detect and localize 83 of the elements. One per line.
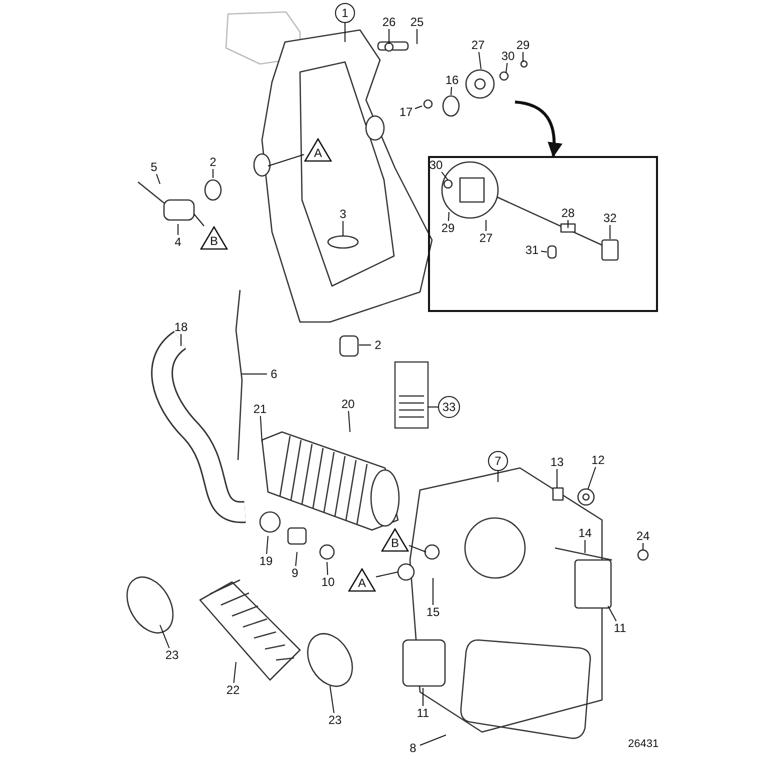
callout-number: 29: [439, 221, 457, 235]
leader-line: [268, 154, 304, 166]
reference-triangle: B: [381, 528, 409, 552]
callout-number: 20: [339, 397, 357, 411]
leader-line: [588, 466, 596, 490]
callout-number: 5: [147, 160, 161, 174]
leader-line: [522, 52, 524, 62]
leader-line: [160, 624, 170, 648]
leader-line: [478, 52, 482, 70]
callout-number: 32: [601, 211, 619, 225]
leader-line: [212, 168, 214, 178]
callout-number: 27: [477, 231, 495, 245]
callout-number: 2: [206, 155, 220, 169]
leader-line: [408, 544, 426, 552]
callout-circle: 33: [438, 396, 460, 418]
leader-line: [180, 334, 182, 346]
arrow: [514, 100, 562, 158]
leader-line: [330, 686, 334, 714]
leader-line: [428, 406, 438, 408]
callout-number: 12: [589, 453, 607, 467]
leader-line: [556, 468, 558, 488]
callout-number: 21: [251, 402, 269, 416]
callout-number: 16: [443, 73, 461, 87]
leader-line: [260, 416, 262, 442]
callout-number: 19: [257, 554, 275, 568]
callout-number: 4: [171, 235, 185, 249]
drawing-number: 26431: [628, 738, 659, 750]
callout-number: 9: [288, 566, 302, 580]
leader-line: [233, 662, 236, 684]
leader-line: [344, 22, 346, 42]
leader-line: [422, 688, 424, 706]
callout-number: 28: [559, 206, 577, 220]
callout-number: 30: [427, 158, 445, 172]
leader-line: [420, 734, 446, 746]
leader-line: [342, 220, 344, 236]
leader-line: [642, 542, 644, 550]
leader-line: [448, 212, 450, 222]
callout-circle: 7: [488, 451, 508, 471]
detail-inset-frame: [428, 156, 658, 312]
callout-number: 29: [514, 38, 532, 52]
callout-number: 11: [611, 621, 629, 635]
reference-triangle: A: [304, 138, 332, 162]
callout-number: 6: [267, 367, 281, 381]
callout-number: 26: [380, 15, 398, 29]
callout-number: 27: [469, 38, 487, 52]
leader-line: [348, 410, 350, 432]
leader-line: [295, 552, 298, 566]
callout-number: 14: [576, 526, 594, 540]
callout-number: 31: [523, 243, 541, 257]
callout-circle: 1: [335, 3, 355, 23]
callout-number: 10: [319, 575, 337, 589]
leader-line: [266, 536, 268, 554]
callout-number: 17: [397, 105, 415, 119]
leader-line: [608, 606, 617, 622]
callout-number: 22: [224, 683, 242, 697]
leader-line: [540, 250, 548, 252]
callout-number: 18: [172, 320, 190, 334]
callout-number: 23: [326, 713, 344, 727]
callout-number: 23: [163, 648, 181, 662]
leader-line: [414, 106, 422, 110]
callout-number: 8: [406, 741, 420, 755]
leader-line: [358, 344, 372, 346]
callout-number: 2: [371, 338, 385, 352]
callout-number: 11: [414, 706, 432, 720]
leader-line: [416, 28, 418, 44]
leader-line: [450, 86, 452, 96]
leader-line: [326, 562, 328, 576]
reference-triangle: A: [348, 568, 376, 592]
leader-line: [432, 578, 434, 606]
callout-number: 3: [336, 207, 350, 221]
callout-number: 24: [634, 529, 652, 543]
leader-line: [506, 62, 508, 74]
reference-triangle: B: [200, 226, 228, 250]
leader-line: [441, 172, 448, 180]
leader-line: [194, 214, 204, 226]
leader-line: [584, 540, 586, 554]
callout-number: 30: [499, 49, 517, 63]
callout-number: 15: [424, 605, 442, 619]
callout-number: 13: [548, 455, 566, 469]
leader-line: [376, 572, 398, 578]
leader-line: [388, 28, 390, 44]
leader-line: [156, 174, 160, 184]
callout-number: 25: [408, 15, 426, 29]
